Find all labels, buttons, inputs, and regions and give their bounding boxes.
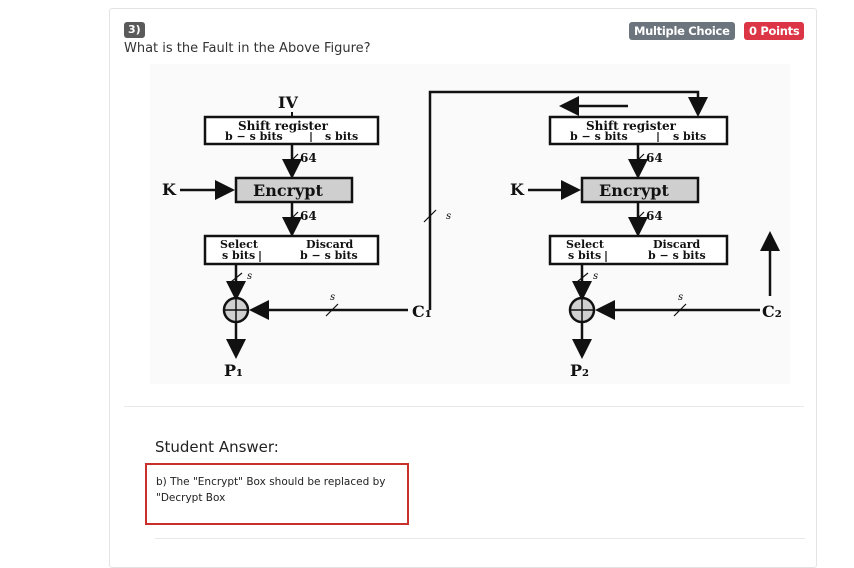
right-sr-right-bits: s bits	[673, 130, 706, 143]
section-divider	[124, 406, 804, 407]
student-answer-label: Student Answer:	[155, 438, 279, 456]
student-answer-text: b) The "Encrypt" Box should be replaced …	[156, 476, 386, 504]
question-number: 3)	[124, 22, 145, 38]
left-discard-bits: b − s bits	[300, 249, 358, 262]
right-encrypt-label: Encrypt	[599, 181, 669, 200]
left-iv-label: IV	[278, 93, 298, 112]
bottom-divider	[155, 538, 805, 539]
left-select-label: Select	[220, 238, 259, 251]
left-select-bits: s bits	[222, 249, 255, 262]
left-select-discard-box	[203, 234, 380, 266]
right-discard-label: Discard	[653, 238, 701, 251]
cfb-decryption-figure: IV Shift register b − s bits s bits 64 K…	[150, 64, 790, 384]
feedback-s-label: s	[446, 211, 451, 222]
right-s-label-1: s	[593, 271, 598, 282]
question-type-badge: Multiple Choice	[629, 22, 735, 40]
points-badge: 0 Points	[744, 22, 805, 40]
left-s-label-2: s	[330, 292, 335, 303]
right-s-label-2: s	[678, 292, 683, 303]
left-width-64-b: 64	[300, 209, 317, 223]
right-width-64-a: 64	[646, 151, 663, 165]
question-text: What is the Fault in the Above Figure?	[124, 41, 371, 56]
left-key-label: K	[162, 180, 177, 199]
left-sr-right-bits: s bits	[325, 130, 358, 143]
student-answer-box: b) The "Encrypt" Box should be replaced …	[145, 463, 409, 525]
left-encrypt-box	[234, 176, 354, 204]
left-shift-register-box	[203, 115, 380, 146]
left-shift-register-label: Shift register	[238, 119, 329, 133]
right-sr-left-bits: b − s bits	[570, 130, 628, 143]
right-cipher-label: C₂	[762, 302, 782, 321]
right-key-label: K	[510, 180, 525, 199]
right-discard-bits: b − s bits	[648, 249, 706, 262]
right-select-discard-box	[548, 234, 729, 266]
right-encrypt-box	[580, 176, 700, 204]
left-encrypt-label: Encrypt	[253, 181, 323, 200]
left-discard-label: Discard	[306, 238, 354, 251]
feedback-line	[428, 90, 708, 310]
left-output-label: P₁	[224, 361, 243, 380]
right-select-label: Select	[566, 238, 605, 251]
right-output-label: P₂	[570, 361, 589, 380]
left-cipher-label: C₁	[412, 302, 432, 321]
left-s-label-1: s	[247, 271, 252, 282]
right-shift-register-label: Shift register	[586, 119, 677, 133]
right-select-bits: s bits	[568, 249, 601, 262]
right-width-64-b: 64	[646, 209, 663, 223]
left-sr-left-bits: b − s bits	[225, 130, 283, 143]
left-width-64-a: 64	[300, 151, 317, 165]
right-shift-register-box	[548, 115, 729, 146]
